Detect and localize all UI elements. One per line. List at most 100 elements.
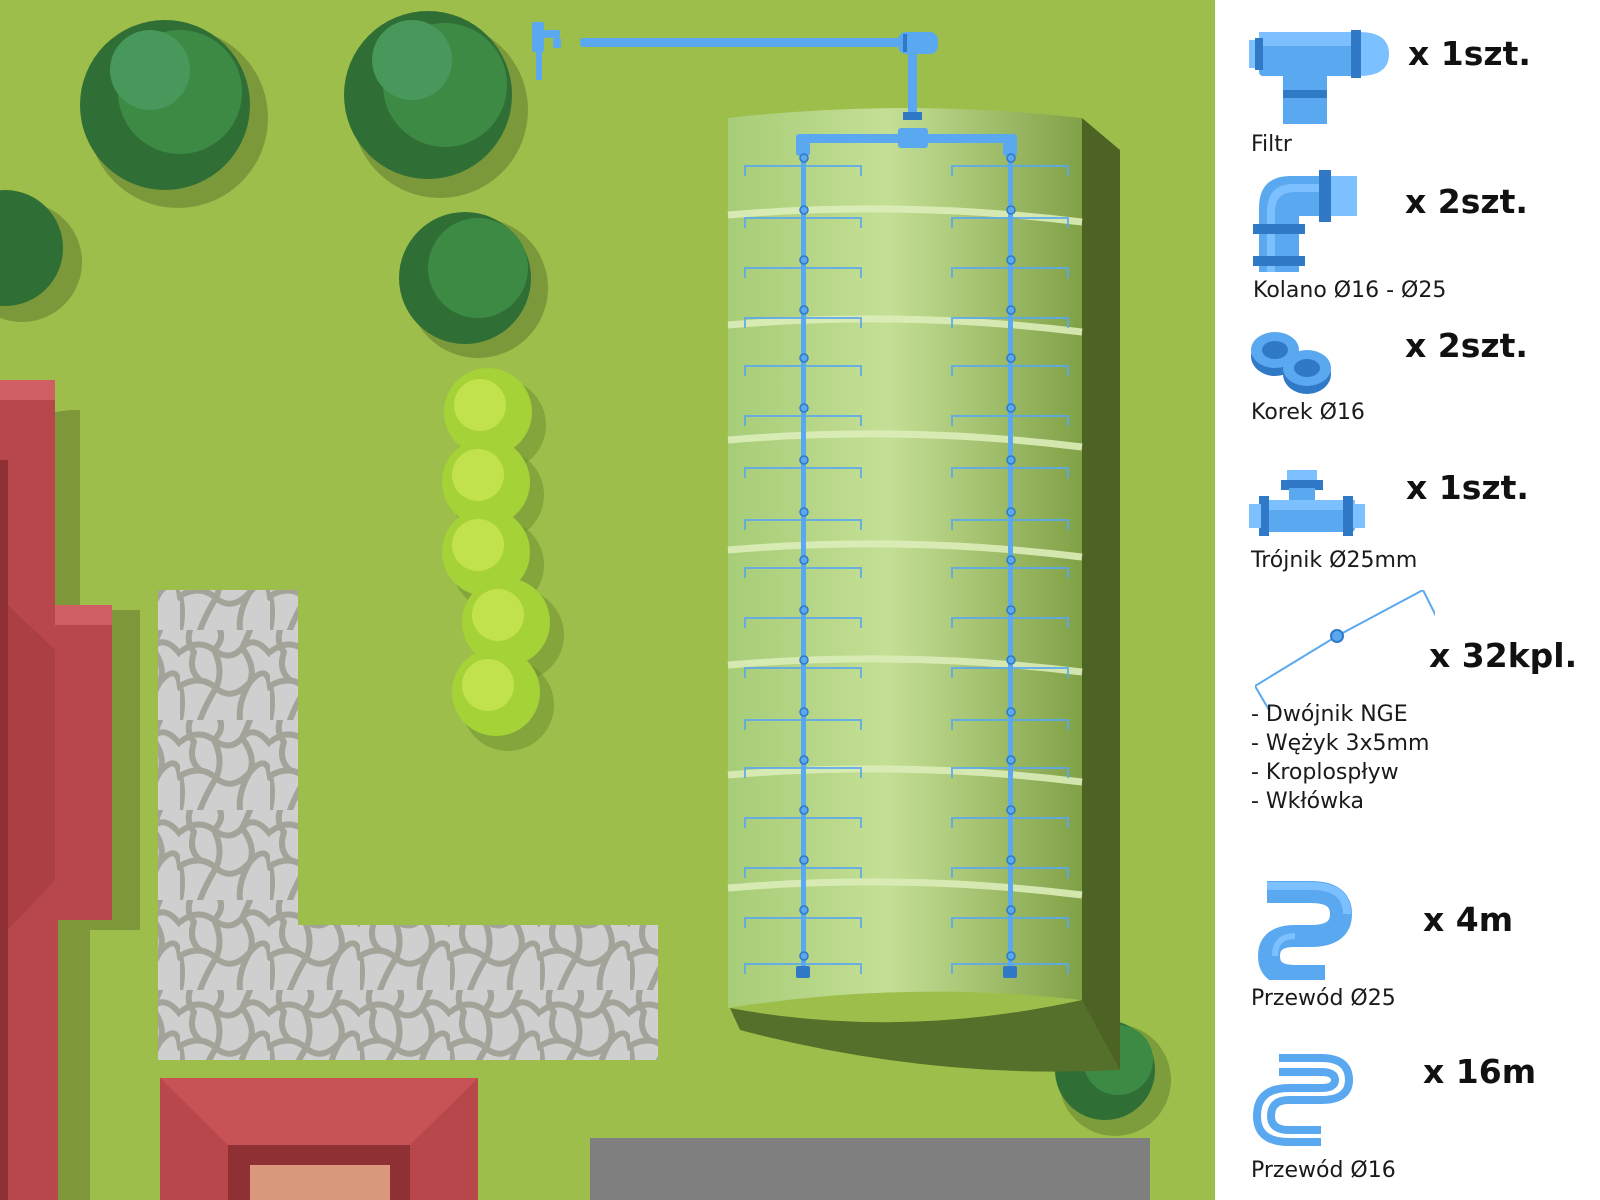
drip-tube: [744, 267, 803, 278]
legend-item-tee: x 1szt. Trójnik Ø25mm: [1215, 468, 1600, 590]
elbow-label: Kolano Ø16 - Ø25: [1253, 278, 1447, 303]
filter-label: Filtr: [1251, 132, 1292, 157]
end-cap-quantity: x 2szt.: [1405, 326, 1528, 365]
drip-tube: [744, 917, 803, 928]
drip-tube: [1010, 567, 1069, 578]
dripper: [799, 255, 809, 265]
drip-tube: [744, 617, 803, 628]
dripper: [1006, 305, 1016, 315]
dripper: [799, 507, 809, 517]
drip-tube: [951, 467, 1010, 478]
hose-16-label: Przewód Ø16: [1251, 1158, 1396, 1183]
dripper: [799, 205, 809, 215]
paved-strip: [590, 1138, 1150, 1200]
drip-tube: [744, 767, 803, 778]
dripper: [799, 605, 809, 615]
drip-tube: [1010, 817, 1069, 828]
legend-item-dripper-kit: x 32kpl. - Dwójnik NGE - Wężyk 3x5mm - K…: [1215, 590, 1600, 840]
drip-tube: [803, 519, 862, 530]
drip-tube: [951, 719, 1010, 730]
drip-tube: [744, 217, 803, 228]
dripper: [799, 805, 809, 815]
drip-tube: [951, 963, 1010, 974]
drip-tube: [803, 817, 862, 828]
tree: [399, 212, 548, 358]
drip-tube: [744, 317, 803, 328]
drip-tube: [951, 165, 1010, 176]
drip-tube: [1010, 217, 1069, 228]
drip-tube: [803, 415, 862, 426]
dripper: [799, 555, 809, 565]
filter-quantity: x 1szt.: [1408, 34, 1531, 73]
drip-tube: [951, 917, 1010, 928]
drip-tube: [744, 165, 803, 176]
drip-tube: [1010, 415, 1069, 426]
dripper: [799, 153, 809, 163]
drip-lines: [744, 165, 1069, 974]
dripper: [1006, 855, 1016, 865]
dripper: [1006, 455, 1016, 465]
drip-tube: [744, 567, 803, 578]
drip-tube: [951, 767, 1010, 778]
tree: [344, 11, 528, 198]
house-roof-bottom: [160, 1078, 478, 1200]
drip-tube: [744, 365, 803, 376]
legend-item-end-cap: x 2szt. Korek Ø16: [1215, 326, 1600, 448]
dripper: [1006, 655, 1016, 665]
dripper: [799, 455, 809, 465]
drip-tube: [744, 719, 803, 730]
drip-tube: [951, 617, 1010, 628]
dripper-kit-icon: [1255, 590, 1435, 710]
dripper: [1006, 555, 1016, 565]
supply-pipe: [580, 32, 938, 120]
drip-tube: [951, 567, 1010, 578]
hose-25-quantity: x 4m: [1423, 900, 1514, 939]
dripper-part: - Kroplospływ: [1251, 760, 1399, 785]
dripper: [1006, 605, 1016, 615]
drip-tube: [1010, 365, 1069, 376]
drip-tube: [1010, 617, 1069, 628]
hose-25-label: Przewód Ø25: [1251, 986, 1396, 1011]
legend-item-hose-16: x 16m Przewód Ø16: [1215, 1048, 1600, 1188]
house-roof-left: [0, 380, 140, 1200]
drip-tube: [803, 917, 862, 928]
drip-tube: [951, 365, 1010, 376]
drip-tube: [1010, 317, 1069, 328]
dripper: [1006, 507, 1016, 517]
drip-tube: [951, 867, 1010, 878]
drip-tube: [803, 467, 862, 478]
drip-tube: [1010, 963, 1069, 974]
drip-tube: [951, 519, 1010, 530]
elbow-icon: [1253, 170, 1357, 272]
dripper: [799, 755, 809, 765]
drip-tube: [803, 267, 862, 278]
drip-tube: [1010, 519, 1069, 530]
drip-tube: [803, 567, 862, 578]
dripper: [799, 855, 809, 865]
dripper: [799, 951, 809, 961]
drip-tube: [803, 963, 862, 974]
tee-quantity: x 1szt.: [1406, 468, 1529, 507]
dripper: [799, 905, 809, 915]
hose-16-quantity: x 16m: [1423, 1052, 1537, 1091]
water-tap: [532, 22, 561, 80]
dripper-part: - Dwójnik NGE: [1251, 702, 1408, 727]
hedge-bushes: [442, 368, 564, 751]
drip-tube: [951, 667, 1010, 678]
drip-tube: [1010, 917, 1069, 928]
dripper: [799, 403, 809, 413]
greenhouse-shadow: [1082, 118, 1120, 1070]
dripper: [1006, 255, 1016, 265]
greenhouse-tunnel: [727, 108, 1083, 1008]
drip-tube: [803, 867, 862, 878]
drippers: [799, 153, 1016, 961]
drip-tube: [744, 467, 803, 478]
tee-icon: [1249, 470, 1365, 536]
hose-16-icon: [1252, 1054, 1354, 1146]
garden-plan-map: [0, 0, 1215, 1200]
dripper-part: - Wężyk 3x5mm: [1251, 731, 1430, 756]
end-cap-icon: [1251, 332, 1331, 394]
drip-tube: [1010, 165, 1069, 176]
drip-tube: [951, 415, 1010, 426]
